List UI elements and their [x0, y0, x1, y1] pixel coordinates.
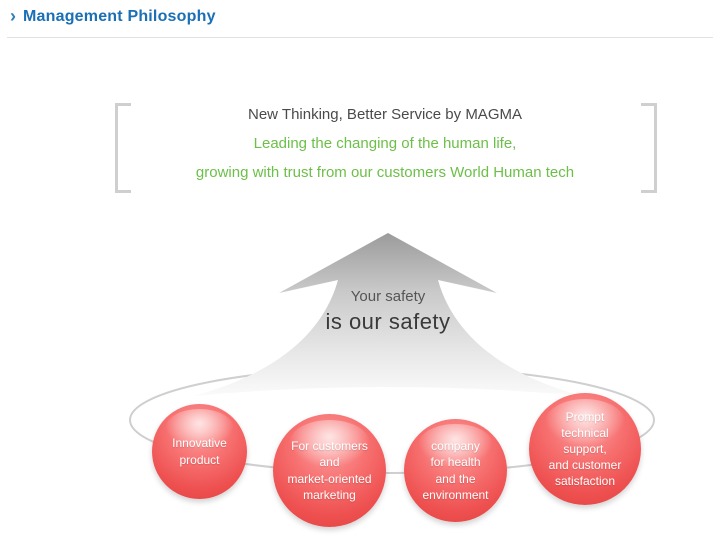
value-circle-customer-marketing: For customers and market-oriented market…: [273, 414, 386, 527]
page-title: Management Philosophy: [23, 8, 216, 25]
value-circle-label: Prompt technical support, and customer s…: [548, 409, 622, 489]
arrow-caption-line-1: Your safety: [350, 288, 426, 305]
value-circle-label: Innovative product: [172, 436, 227, 467]
mission-statement: New Thinking, Better Service by MAGMA Le…: [130, 106, 640, 193]
value-circle-label: For customers and market-oriented market…: [287, 439, 372, 502]
mission-line-2: Leading the changing of the human life,: [253, 135, 517, 152]
arrow-caption: Your safety is our safety: [268, 288, 508, 335]
left-bracket: [115, 103, 131, 193]
value-circle-innovative-product: Innovative product: [152, 404, 247, 499]
page-header: › Management Philosophy: [10, 6, 216, 26]
header-divider: [7, 37, 713, 38]
arrow-caption-line-2: is our safety: [325, 309, 451, 334]
up-arrow-shape: [194, 233, 582, 396]
value-circle-health-environment: company for health and the environment: [404, 419, 507, 522]
chevron-right-icon: ›: [10, 6, 16, 26]
right-bracket: [641, 103, 657, 193]
mission-line-1: New Thinking, Better Service by MAGMA: [248, 106, 522, 123]
mission-line-3: growing with trust from our customers Wo…: [195, 164, 575, 181]
value-circle-label: company for health and the environment: [422, 439, 489, 502]
value-circle-technical-support: Prompt technical support, and customer s…: [529, 393, 641, 505]
